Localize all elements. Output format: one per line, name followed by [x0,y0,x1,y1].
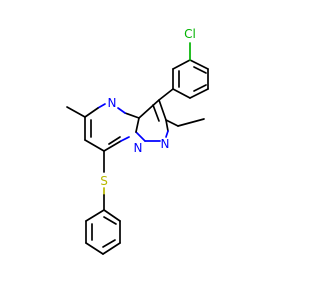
aryl-linker-bond [158,88,174,101]
bond [189,59,209,70]
bond [102,242,121,255]
pyrimidine-nitrogen-label: N [108,96,117,110]
bond [108,136,121,145]
bond [124,112,140,119]
bond [193,66,207,74]
bond [135,117,140,133]
bond [138,99,160,119]
bond [103,216,117,225]
bond [172,59,191,70]
benzyl-ring [85,209,121,255]
bond [172,88,191,99]
bridgehead-nitrogen-label: N [134,141,143,155]
chlorine-label: Cl [184,27,196,41]
pyrimidine-ring [84,103,140,152]
bond [158,99,167,121]
bond [165,130,169,138]
bond [103,209,121,222]
molecule-structure: Cl N N N S [66,27,209,255]
methyl-bond-right [177,118,205,127]
pyrazole-nitrogen-label: N [161,137,170,151]
bond [97,103,106,109]
methyl-bond-left [66,106,86,118]
molecule-canvas: Cl N N N S [66,27,209,255]
bond [117,107,126,114]
bond [85,242,104,255]
bond [165,119,179,127]
chlorophenyl-ring [172,42,209,99]
bond [103,140,122,152]
pyrazole-ring [135,99,179,142]
bond [85,209,105,222]
bond [135,131,146,142]
bond [84,107,99,118]
bond [165,119,169,132]
bond [189,88,209,99]
bond [152,104,160,122]
bond [102,239,116,248]
bond [120,136,130,142]
bond [193,84,207,92]
bond [84,139,105,152]
sulfur-label: S [100,174,108,188]
